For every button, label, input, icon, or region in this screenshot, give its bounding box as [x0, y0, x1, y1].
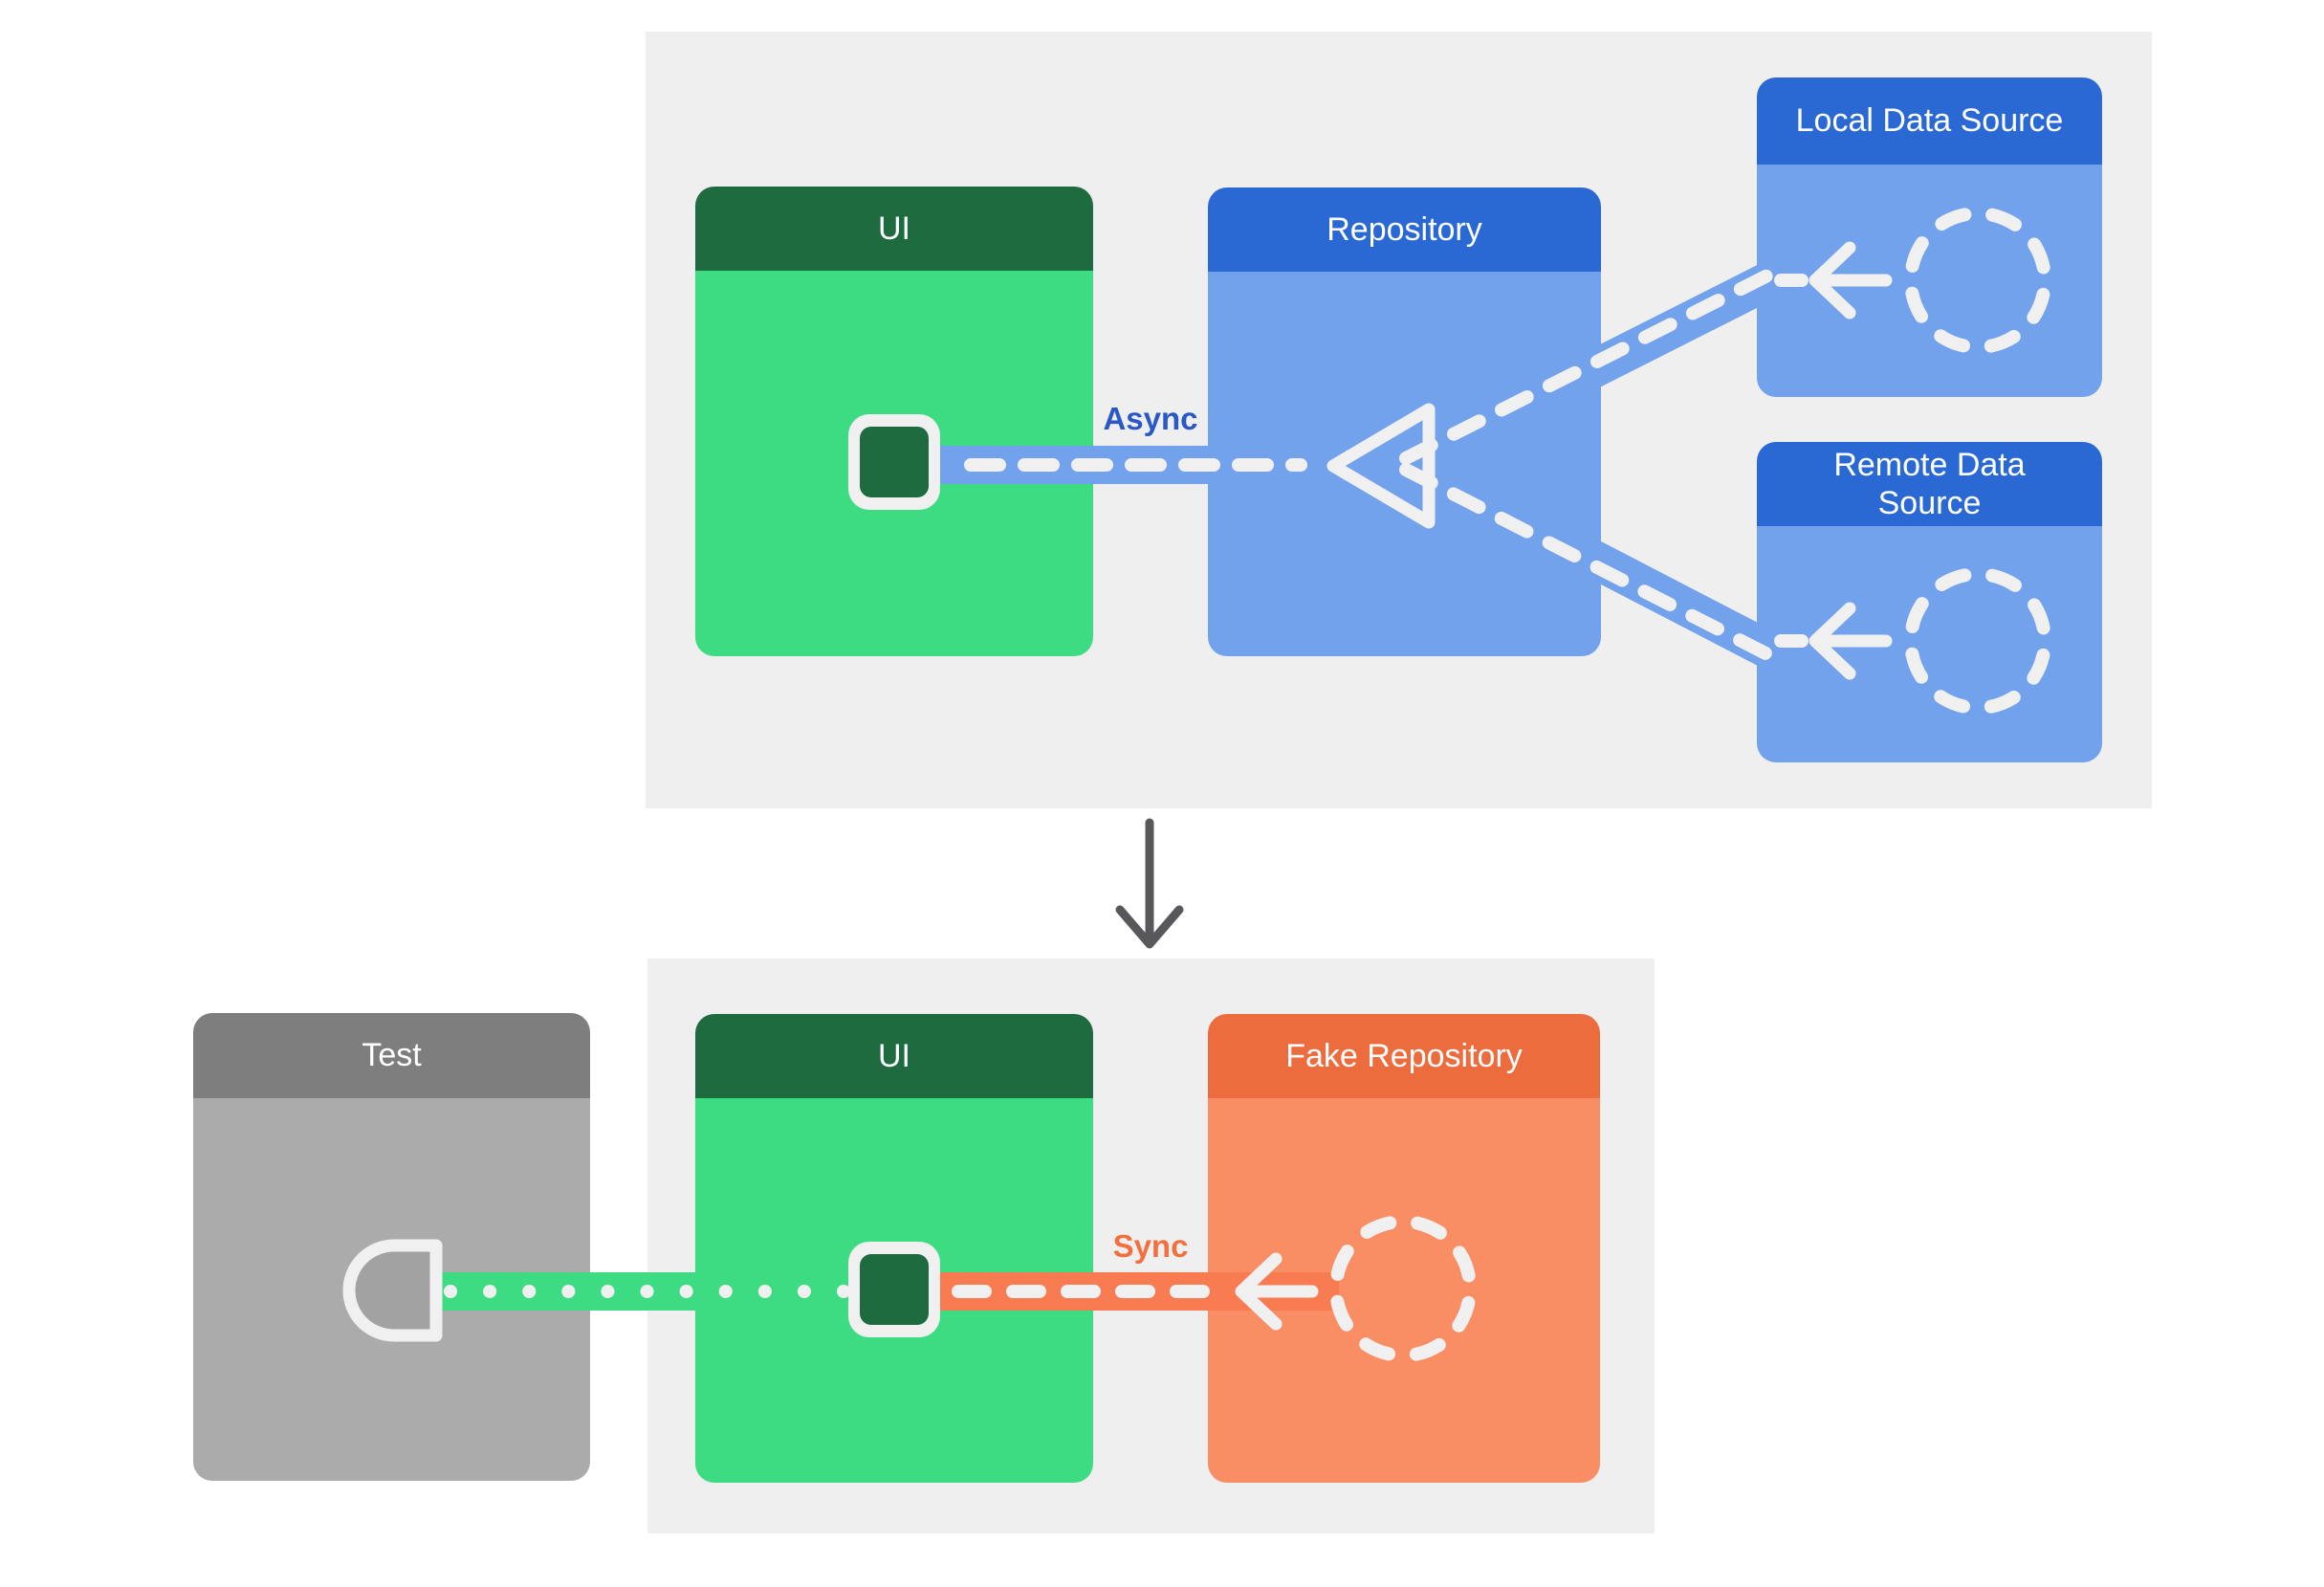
local-data-source-body [1757, 165, 2102, 397]
sync-connection-label: Sync [1112, 1228, 1189, 1264]
repository-box-label: Repository [1326, 210, 1482, 248]
down-arrow-icon [1115, 818, 1184, 949]
ui-box-top: UI [695, 187, 1093, 656]
fake-repository-body [1208, 1098, 1600, 1483]
remote-data-source-box: Remote Data Source [1757, 442, 2102, 762]
remote-data-source-body [1757, 526, 2102, 762]
test-box-label: Test [362, 1037, 422, 1074]
ui-box-bottom-body [695, 1098, 1093, 1483]
test-box-body [193, 1098, 590, 1481]
repository-box-body [1208, 272, 1601, 656]
ui-box-bottom-label: UI [878, 1037, 910, 1074]
ui-box-bottom: UI [695, 1014, 1093, 1483]
test-box-header: Test [193, 1013, 590, 1098]
ui-box-bottom-header: UI [695, 1014, 1093, 1098]
ui-box-top-header: UI [695, 187, 1093, 271]
fake-repository-label: Fake Repository [1285, 1037, 1523, 1074]
repository-box-header: Repository [1208, 187, 1601, 272]
local-data-source-box: Local Data Source [1757, 77, 2102, 397]
local-data-source-label: Local Data Source [1795, 102, 2064, 140]
async-connection-label: Async [1103, 401, 1198, 436]
remote-data-source-header: Remote Data Source [1757, 442, 2102, 526]
ui-box-top-label: UI [878, 209, 910, 247]
local-data-source-header: Local Data Source [1757, 77, 2102, 165]
remote-data-source-label: Remote Data Source [1833, 446, 2026, 521]
ui-box-top-body [695, 271, 1093, 656]
fake-repository-box: Fake Repository [1208, 1014, 1600, 1483]
fake-repository-header: Fake Repository [1208, 1014, 1600, 1098]
test-box: Test [193, 1013, 590, 1481]
repository-box: Repository [1208, 187, 1601, 656]
